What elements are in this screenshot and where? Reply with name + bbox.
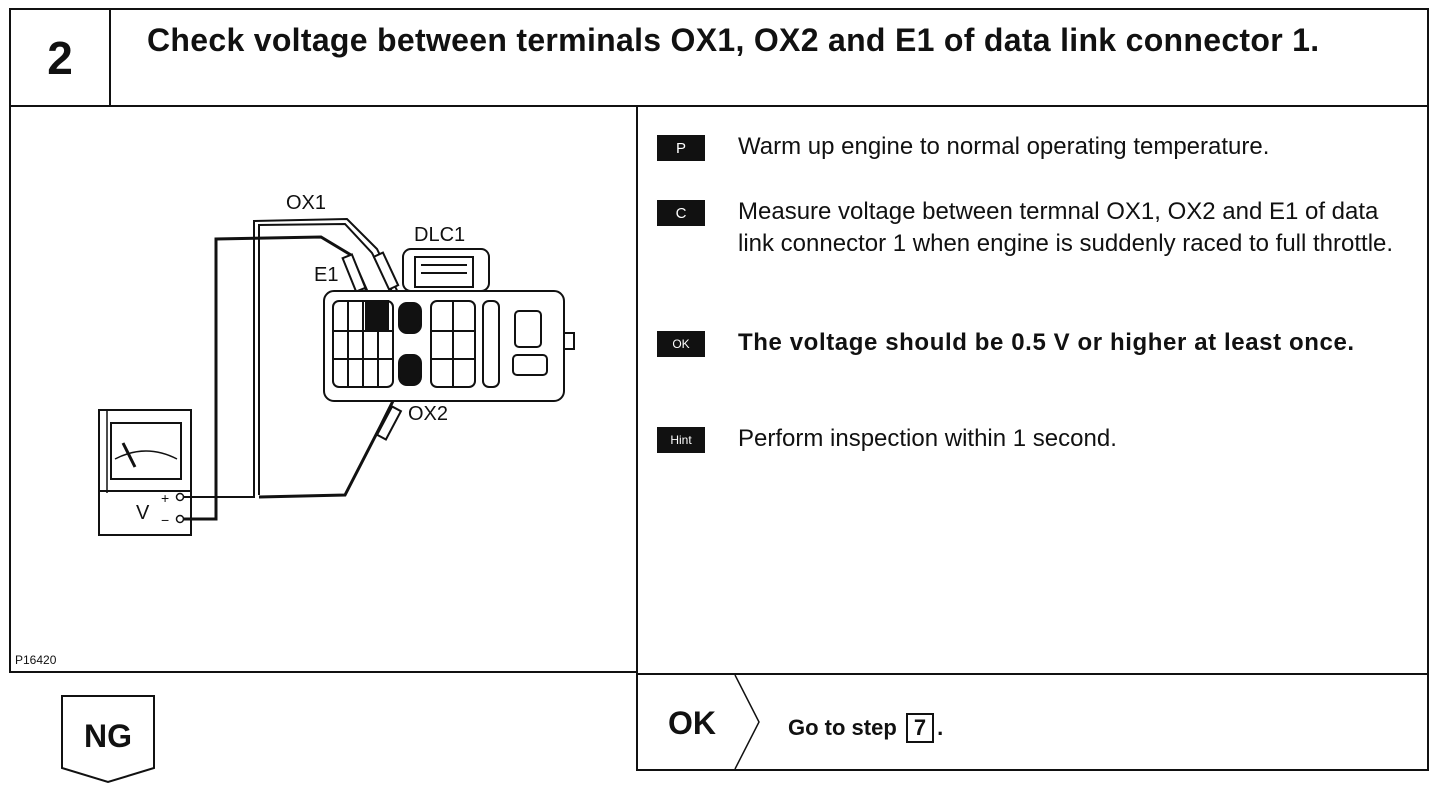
- instruction-text: Measure voltage between termnal OX1, OX2…: [738, 198, 1394, 257]
- dlc1-label: DLC1: [414, 224, 465, 246]
- ok-branch: OK Go to step 7.: [636, 673, 1429, 771]
- prep-badge: P: [657, 135, 705, 161]
- goto-suffix: .: [937, 715, 944, 740]
- dlc1-connector-icon: [323, 248, 575, 402]
- instruction-text: Warm up engine to normal operating tempe…: [738, 133, 1270, 160]
- ng-label: NG: [84, 718, 132, 754]
- probe-tips: [341, 251, 403, 441]
- ox2-label: OX2: [408, 403, 448, 425]
- step-ref-box[interactable]: 7: [905, 713, 935, 743]
- ng-branch: NG: [60, 694, 156, 784]
- ok-badge: OK: [657, 331, 705, 357]
- step-header: 2 Check voltage between terminals OX1, O…: [9, 8, 1429, 107]
- meter-minus-label: −: [161, 512, 169, 528]
- meter-v-label: V: [136, 502, 150, 524]
- goto-step[interactable]: Go to step 7.: [788, 713, 943, 743]
- goto-text: Go to step: [788, 715, 897, 740]
- ng-arrow-icon: [61, 695, 155, 784]
- check-badge: C: [657, 200, 705, 226]
- chevron-right-icon: [734, 675, 760, 769]
- hint-badge: Hint: [657, 427, 705, 453]
- figure-code: P16420: [15, 653, 57, 667]
- wiring-diagram-panel: V + −: [9, 105, 638, 673]
- instructions-panel: P Warm up engine to normal operating tem…: [636, 105, 1429, 675]
- step-number: 2: [11, 10, 111, 105]
- instruction-text: Perform inspection within 1 second.: [738, 425, 1117, 452]
- instruction-text: The voltage should be 0.5 V or higher at…: [738, 329, 1355, 356]
- ox1-label: OX1: [286, 192, 326, 214]
- meter-plus-label: +: [161, 490, 169, 506]
- voltmeter-icon: [98, 409, 192, 536]
- ok-label: OK: [668, 705, 716, 741]
- step-title: Check voltage between terminals OX1, OX2…: [147, 22, 1320, 58]
- e1-label: E1: [314, 264, 338, 286]
- wiring-diagram: V + −: [98, 192, 575, 536]
